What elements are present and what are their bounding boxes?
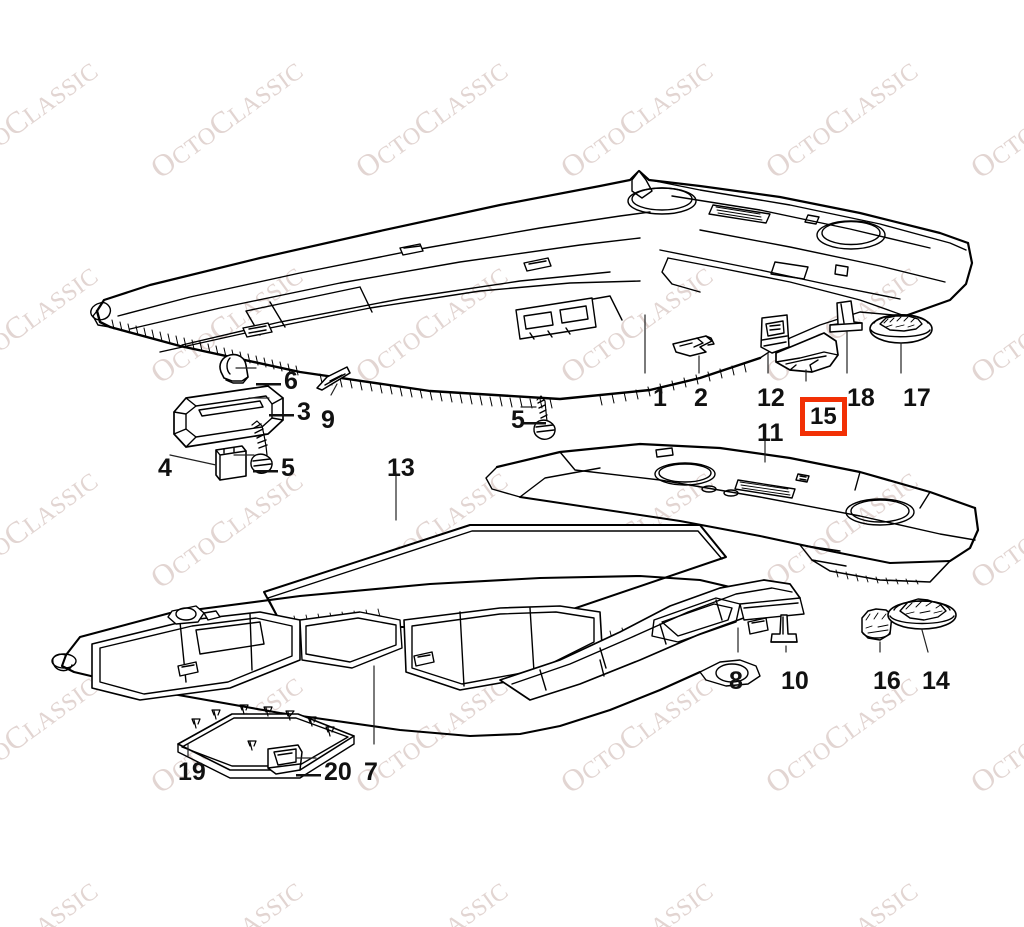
callout-16: 16	[873, 667, 901, 695]
part-16-push-nut	[861, 608, 893, 641]
part-6-coat-hook	[219, 353, 249, 384]
callout-8: 8	[729, 667, 743, 695]
part-5b-screw	[533, 395, 556, 440]
callout-7: 7	[364, 758, 378, 786]
dash-3: —	[269, 400, 294, 428]
part-14-grommet-cap	[887, 598, 957, 630]
dash-5b: —	[521, 408, 546, 436]
part-5a-screw	[250, 420, 273, 474]
part-17-rosette-cover	[869, 314, 933, 344]
dash-5a: —	[253, 456, 278, 484]
callout-1: 1	[653, 384, 667, 412]
dash-20: —	[296, 760, 321, 788]
part-19-cover-plate	[177, 704, 355, 779]
part-8-shelf-trim	[499, 579, 805, 701]
part-20-visor-clip	[267, 744, 303, 775]
callout-9: 9	[321, 406, 335, 434]
callout-12: 12	[757, 384, 785, 412]
callout-6: 6	[284, 367, 298, 395]
callout-4: 4	[158, 454, 172, 482]
part-9-trim-wedge	[316, 366, 351, 391]
callout-10: 10	[781, 667, 809, 695]
callout-13: 13	[387, 454, 415, 482]
callout-19: 19	[178, 758, 206, 786]
part-2-clip-bracket	[672, 335, 715, 357]
leader-lines	[169, 314, 929, 759]
callout-15[interactable]: 15	[800, 397, 847, 437]
callout-5b: 5	[511, 406, 525, 434]
part-15-triangular-wedge	[775, 332, 839, 373]
part-10-rivet-pin	[770, 614, 798, 643]
callout-2: 2	[694, 384, 708, 412]
callout-3: 3	[297, 398, 311, 426]
callout-5a: 5	[281, 454, 295, 482]
rear-shelf-panel	[485, 442, 980, 585]
part-3-grab-handle	[173, 385, 284, 448]
callout-18: 18	[847, 384, 875, 412]
callout-17: 17	[903, 384, 931, 412]
part-4-cover-cap	[215, 445, 247, 481]
part-12-bracket-clip	[760, 314, 790, 354]
part-18-t-clip	[829, 300, 863, 333]
callout-14: 14	[922, 667, 950, 695]
headliner-main-outline	[90, 169, 974, 409]
callout-20: 20	[324, 758, 352, 786]
callout-11: 11	[757, 419, 784, 447]
dash-6: —	[256, 369, 281, 397]
